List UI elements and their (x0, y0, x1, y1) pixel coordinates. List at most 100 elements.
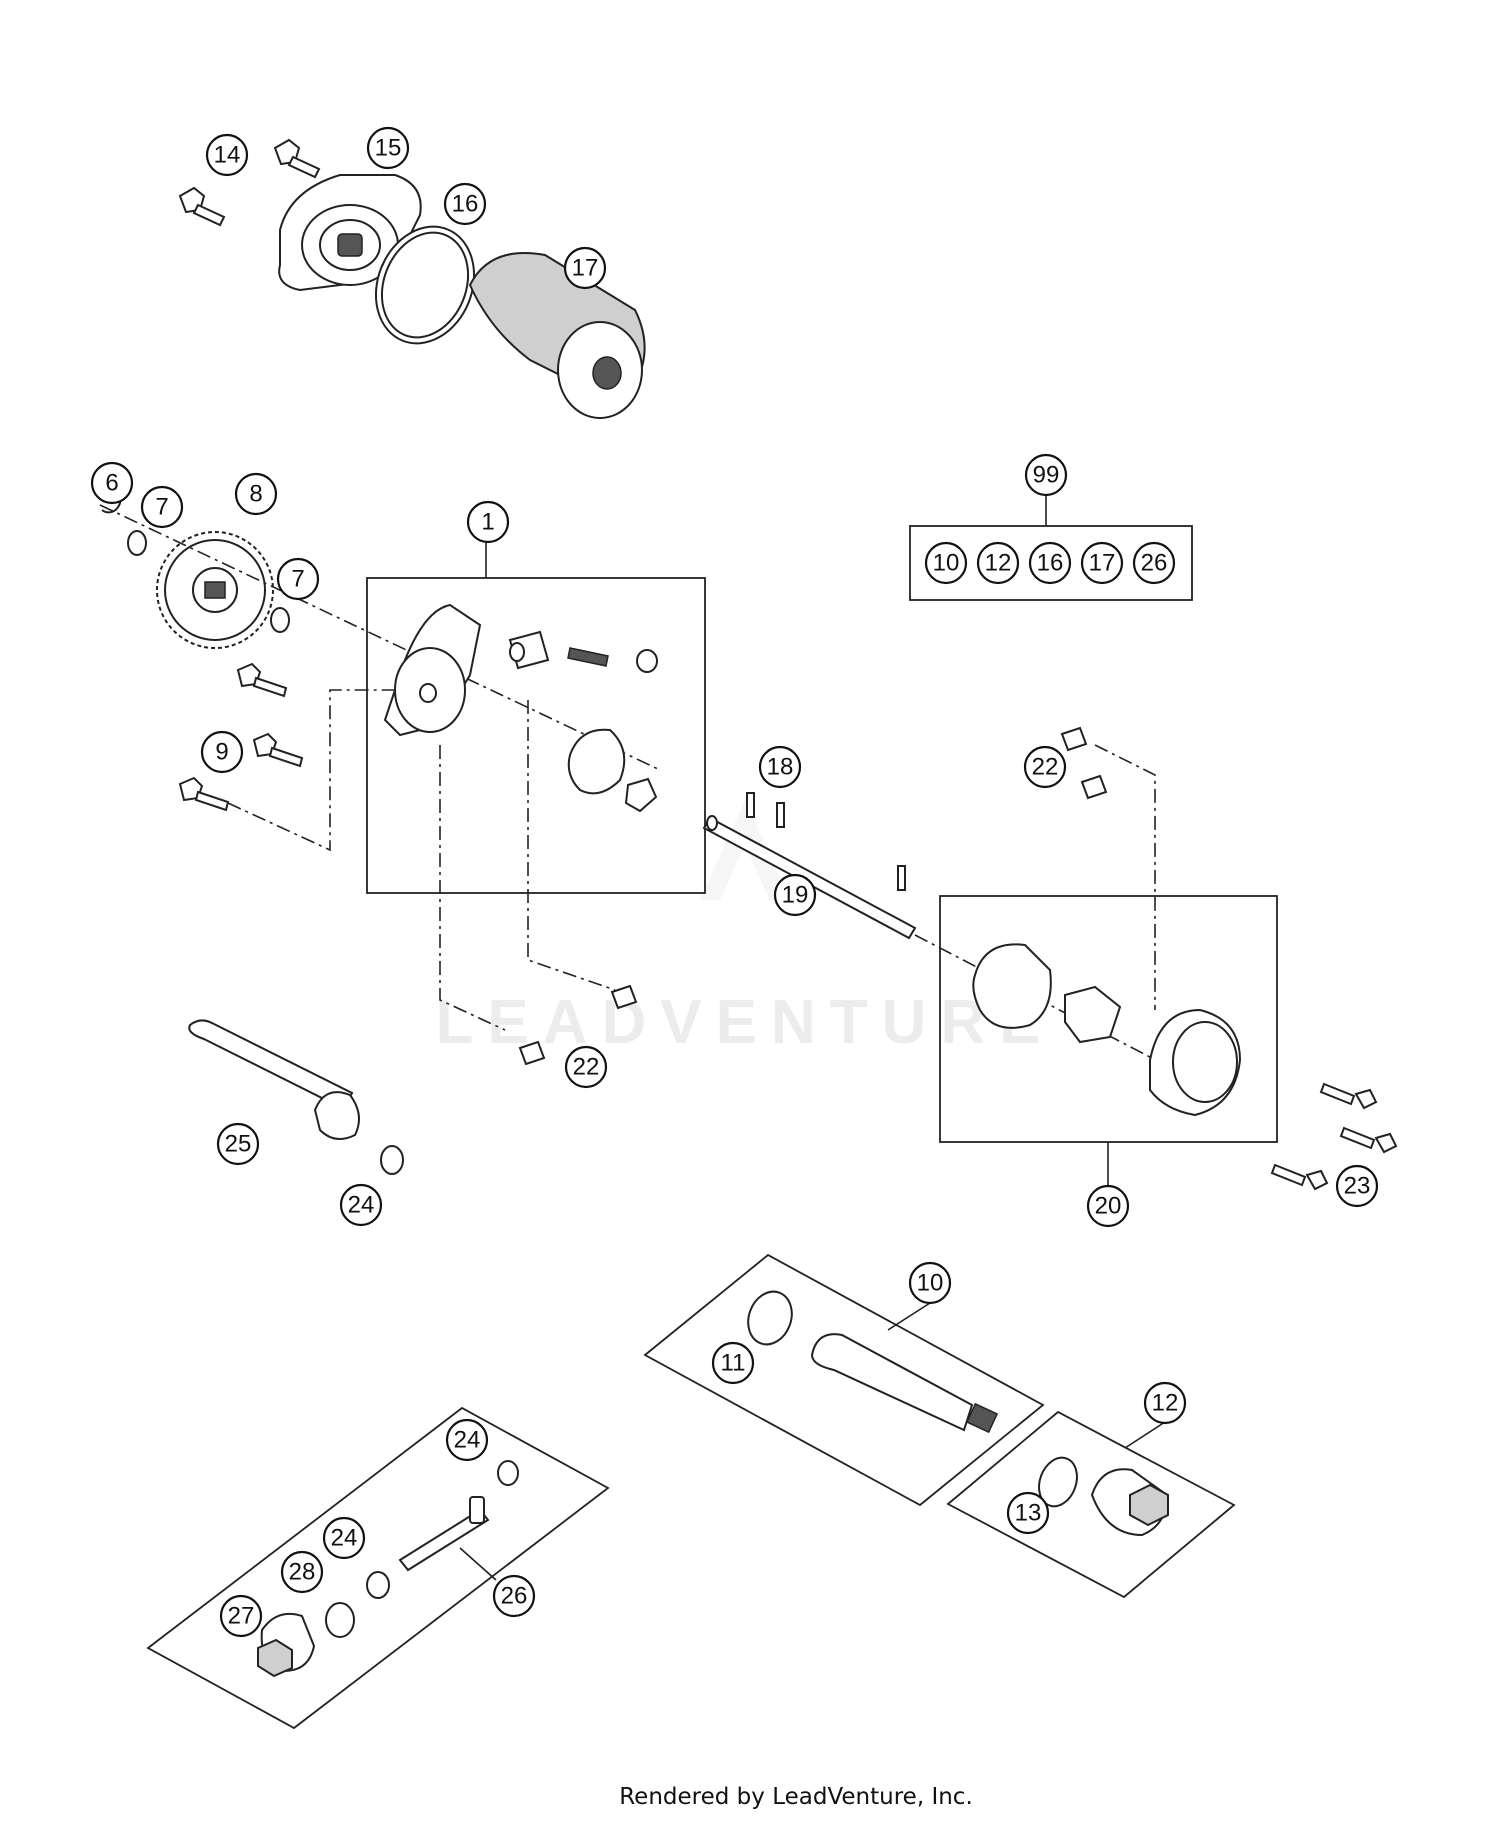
callout-10[interactable]: 10 (908, 1261, 952, 1305)
svg-text:20: 20 (1095, 1193, 1122, 1220)
svg-text:1: 1 (481, 509, 494, 536)
pump-cover-20 (1149, 1008, 1242, 1117)
o-ring-28 (325, 1602, 355, 1638)
svg-text:24: 24 (454, 1427, 481, 1454)
callout-16[interactable]: 16 (443, 182, 487, 226)
svg-text:26: 26 (501, 1583, 528, 1610)
svg-text:12: 12 (1152, 1390, 1179, 1417)
callout-11[interactable]: 11 (711, 1341, 755, 1385)
svg-text:18: 18 (767, 754, 794, 781)
callout-24-pipe[interactable]: 24 (339, 1183, 383, 1227)
kit-item-17[interactable]: 17 (1080, 541, 1124, 585)
callout-99[interactable]: 99 (1024, 453, 1068, 497)
svg-text:99: 99 (1033, 462, 1060, 489)
svg-text:23: 23 (1344, 1173, 1371, 1200)
svg-text:22: 22 (1032, 754, 1059, 781)
o-ring-16 (374, 225, 476, 345)
svg-text:10: 10 (933, 550, 960, 577)
screw-plug-12 (1090, 1468, 1169, 1537)
callout-23[interactable]: 23 (1335, 1164, 1379, 1208)
valve-26 (398, 1496, 490, 1572)
svg-text:22: 22 (573, 1054, 600, 1081)
plug-27 (257, 1612, 316, 1678)
kit-item-10[interactable]: 10 (924, 541, 968, 585)
outer-rotor-20 (972, 943, 1052, 1029)
relief-valve-parts (508, 630, 658, 673)
callout-28[interactable]: 28 (280, 1550, 324, 1594)
callout-18[interactable]: 18 (758, 745, 802, 789)
plug-panel-12 (946, 1410, 1236, 1599)
callout-17[interactable]: 17 (563, 246, 607, 290)
bolt-axis-9 (227, 689, 400, 852)
callout-24-lower[interactable]: 24 (322, 1516, 366, 1560)
callout-7-bottom[interactable]: 7 (276, 557, 320, 601)
callout-19[interactable]: 19 (773, 873, 817, 917)
kit-box (909, 525, 1193, 601)
svg-text:13: 13 (1015, 1500, 1042, 1527)
pump-housing (383, 603, 482, 737)
washer-7b (270, 607, 290, 633)
svg-text:19: 19 (782, 882, 809, 909)
oil-filter-17 (468, 252, 646, 419)
pump-housing-box-1 (366, 577, 706, 894)
callout-27[interactable]: 27 (219, 1594, 263, 1638)
svg-text:8: 8 (249, 481, 262, 508)
callout-12[interactable]: 12 (1143, 1381, 1187, 1425)
svg-text:16: 16 (1037, 550, 1064, 577)
footer-credit: Rendered by LeadVenture, Inc. (619, 1784, 973, 1810)
o-ring-24b (497, 1460, 519, 1486)
callout-1[interactable]: 1 (466, 500, 510, 544)
svg-text:6: 6 (105, 470, 118, 497)
shaft-19 (702, 815, 917, 940)
svg-text:17: 17 (1089, 550, 1116, 577)
dowel-22a (518, 1040, 546, 1066)
dowel-axis-20 (1094, 744, 1156, 1010)
oil-pipe-25 (188, 1019, 360, 1140)
svg-text:24: 24 (331, 1525, 358, 1552)
callout-22-top[interactable]: 22 (1023, 745, 1067, 789)
svg-text:10: 10 (917, 1270, 944, 1297)
bolt-14b (273, 138, 321, 179)
callout-6[interactable]: 6 (90, 461, 134, 505)
callout-24-upper[interactable]: 24 (445, 1418, 489, 1462)
gear-8 (156, 531, 274, 649)
callout-13[interactable]: 13 (1006, 1491, 1050, 1535)
svg-text:7: 7 (155, 494, 168, 521)
inner-rotor-20 (1064, 985, 1122, 1044)
svg-text:9: 9 (215, 739, 228, 766)
svg-text:11: 11 (721, 1350, 746, 1377)
callout-25[interactable]: 25 (216, 1122, 260, 1166)
callout-15[interactable]: 15 (366, 126, 410, 170)
callout-20[interactable]: 20 (1086, 1184, 1130, 1228)
dowel-axis-b (527, 700, 616, 991)
svg-text:17: 17 (572, 255, 599, 282)
svg-text:26: 26 (1141, 550, 1168, 577)
o-ring-13 (1038, 1456, 1078, 1508)
callout-22-bottom[interactable]: 22 (564, 1045, 608, 1089)
callout-7-top[interactable]: 7 (140, 485, 184, 529)
kit-item-26[interactable]: 26 (1132, 541, 1176, 585)
svg-text:15: 15 (375, 135, 402, 162)
o-ring-24c (366, 1571, 390, 1599)
valve-panel-26 (146, 1406, 610, 1730)
svg-text:27: 27 (228, 1603, 255, 1630)
o-ring-24a (380, 1145, 404, 1175)
callout-9[interactable]: 9 (200, 730, 244, 774)
svg-text:16: 16 (452, 191, 479, 218)
bolts-23 (1270, 1082, 1398, 1191)
bolts-9 (178, 662, 304, 812)
washer-7a (127, 530, 147, 556)
dowels-22-top (1060, 726, 1108, 800)
kit-item-12[interactable]: 12 (976, 541, 1020, 585)
callout-8[interactable]: 8 (234, 472, 278, 516)
kit-group: 99 10 12 16 17 26 (909, 453, 1193, 601)
callout-14[interactable]: 14 (205, 133, 249, 177)
callout-26[interactable]: 26 (492, 1574, 536, 1618)
inner-rotor (567, 728, 658, 813)
kit-item-16[interactable]: 16 (1028, 541, 1072, 585)
svg-text:28: 28 (289, 1559, 316, 1586)
o-ring-11 (747, 1290, 793, 1346)
dowel-axis-a (439, 745, 506, 1031)
gear-axis (99, 504, 661, 771)
